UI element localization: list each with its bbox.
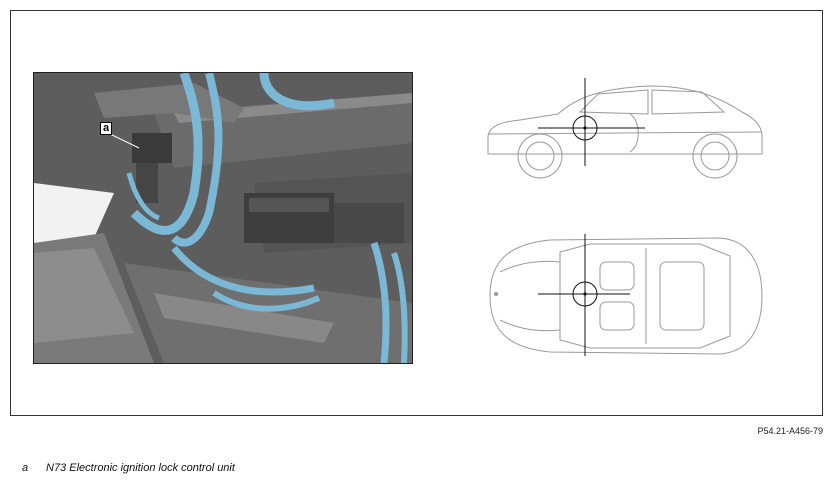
legend-letter: a <box>22 462 29 474</box>
figure-frame <box>10 10 823 416</box>
vehicle-side-view <box>487 78 763 179</box>
figure-reference-code: P54.21-A456-79 <box>757 426 823 436</box>
vehicle-top-view <box>489 234 763 356</box>
callout-label-a: a <box>100 122 112 135</box>
legend-text: N73 Electronic ignition lock control uni… <box>46 462 235 474</box>
crosshair-marker <box>538 78 645 166</box>
legend-item: a N73 Electronic ignition lock control un… <box>22 462 235 474</box>
installation-photo <box>33 72 413 364</box>
installation-illustration <box>34 73 412 363</box>
